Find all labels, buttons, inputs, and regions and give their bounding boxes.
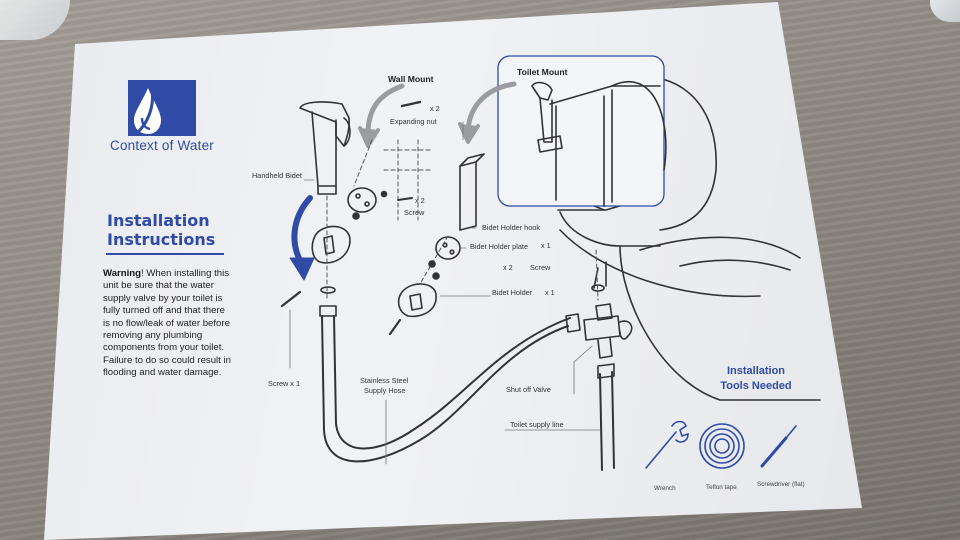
screwdriver-icon: [760, 425, 797, 468]
tool-label-wrench: Wrench: [654, 485, 676, 492]
page-title: Installation Instructions: [107, 211, 215, 249]
screw-mid-label: Screw: [530, 263, 551, 272]
title-line-2: Instructions: [107, 230, 216, 249]
brand-logo: [128, 80, 196, 136]
holder-plate-illustration: [435, 236, 461, 260]
holder-hook-illustration: [459, 153, 485, 231]
teflon-tape-icon: [699, 423, 745, 469]
bidet-holder-hook-label: Bidet Holder hook: [482, 223, 541, 232]
tools-title-line-1: Installation: [726, 365, 786, 377]
supply-hose-illustration: [319, 305, 581, 463]
bidet-holder-label: Bidet Holder: [492, 288, 533, 297]
warning-text: ! When installing this unit be sure that…: [103, 268, 231, 379]
toilet-mount-inset: [497, 55, 667, 207]
tools-title-line-2: Tools Needed: [720, 380, 792, 392]
expanding-nut-qty: x 2: [430, 104, 440, 113]
bidet-holder-illustration: [397, 283, 437, 318]
title-underline: [106, 253, 224, 255]
brand-name: Context of Water: [110, 138, 214, 153]
screw-top-label: Screw: [404, 208, 425, 217]
water-drop-icon: [134, 88, 161, 134]
handheld-bidet-label: Handheld Bidet: [252, 171, 302, 180]
bidet-holder-qty: x 1: [545, 288, 555, 297]
wall-mount-label: Wall Mount: [388, 74, 434, 84]
handheld-bidet-illustration: [299, 101, 351, 195]
bidet-holder-plate-qty: x 1: [541, 241, 551, 250]
tool-label-screwdriver: Screwdriver (flat): [757, 481, 805, 488]
screw-top-qty: x 2: [415, 196, 425, 205]
t-valve-illustration: [583, 261, 633, 359]
tools-needed-title: Installation Tools Needed: [706, 364, 806, 394]
title-line-1: Installation: [107, 211, 210, 230]
wrench-icon: [645, 420, 689, 469]
toilet-supply-line-label: Toilet supply line: [510, 420, 564, 429]
wall-holder-illustration: [311, 225, 351, 264]
shut-off-valve-label: Shut off Valve: [506, 385, 551, 394]
bidet-holder-plate-label: Bidet Holder plate: [470, 242, 529, 251]
plastic-wrap-corner: [930, 0, 960, 22]
expanding-nut-label: Expanding nut: [390, 117, 437, 126]
wall-plate-illustration: [347, 187, 377, 213]
warning-paragraph: Warning! When installing this unit be su…: [103, 268, 233, 380]
toilet-supply-line-illustration: [597, 363, 615, 471]
stainless-steel-label: Stainless Steel: [360, 376, 409, 385]
warning-label: Warning: [103, 268, 142, 279]
toilet-mount-label: Toilet Mount: [517, 67, 568, 77]
tool-label-teflon-tape: Teflon tape: [706, 484, 737, 491]
screw-mid-qty: x 2: [503, 263, 513, 272]
screw-x1-label: Screw x 1: [268, 379, 301, 388]
supply-hose-label: Supply Hose: [364, 386, 406, 395]
